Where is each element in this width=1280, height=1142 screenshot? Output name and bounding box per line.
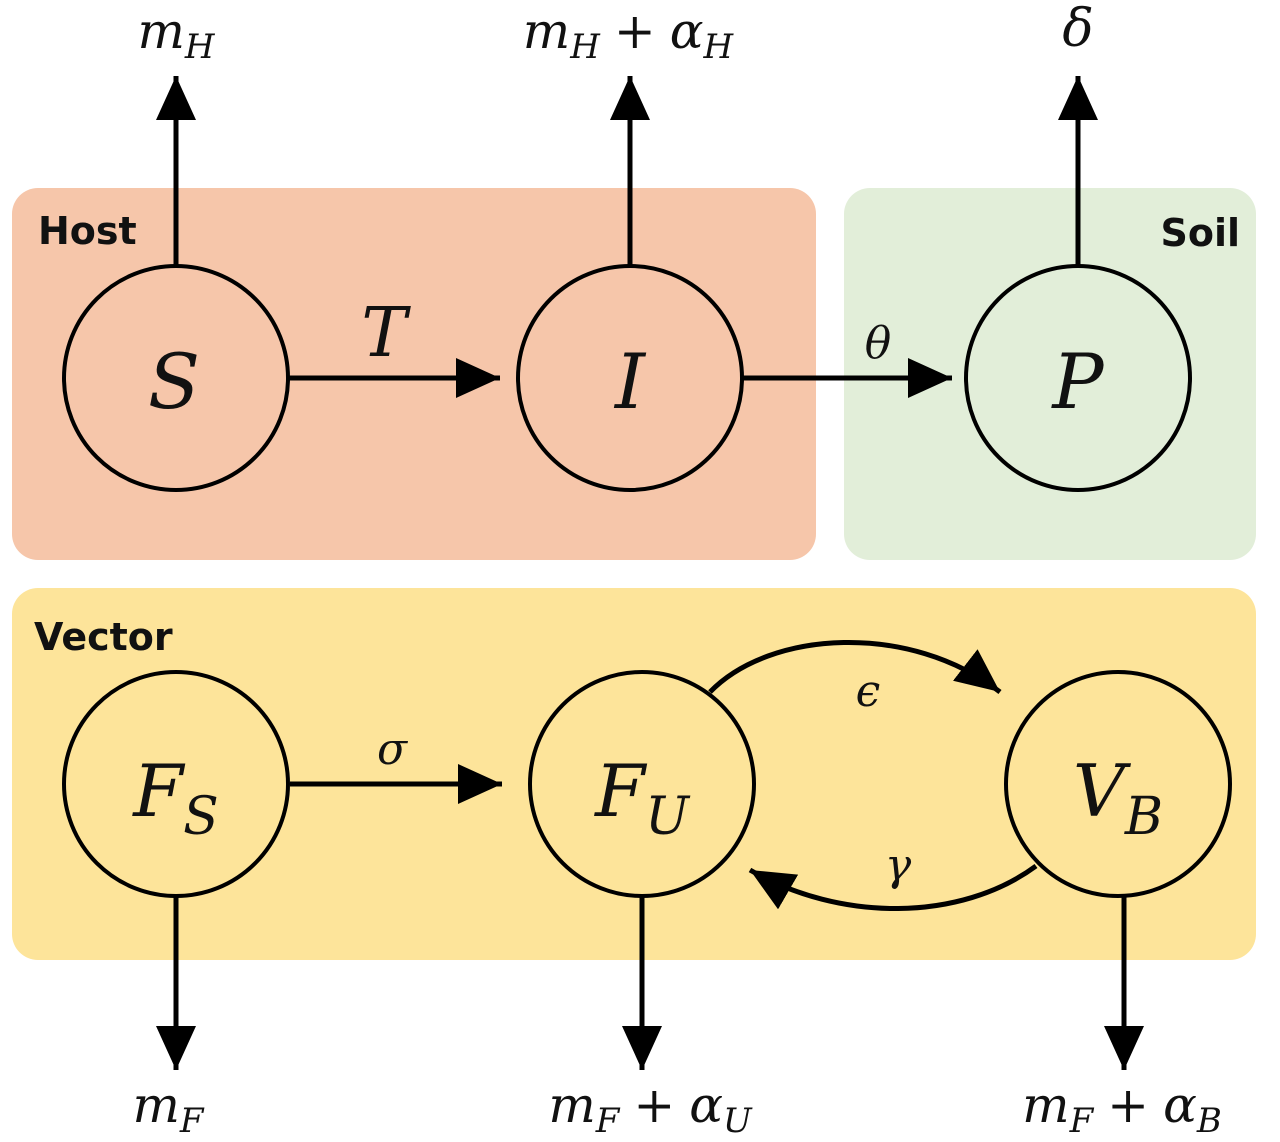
node-VB-label: VB bbox=[1073, 749, 1163, 847]
node-FS-label: FS bbox=[131, 749, 219, 847]
transition-epsilon-label: ϵ bbox=[856, 666, 881, 717]
rate-VB-out: mF+αB bbox=[1022, 1076, 1222, 1141]
transition-theta-label: θ bbox=[865, 318, 892, 369]
transition-sigma-label: σ bbox=[377, 724, 409, 775]
rate-P-out: δ bbox=[1062, 0, 1093, 59]
node-S bbox=[62, 264, 290, 492]
rate-FS-out: mF bbox=[132, 1076, 204, 1141]
node-P-label: P bbox=[1050, 337, 1105, 426]
node-FU-subscript: U bbox=[645, 787, 691, 847]
FU-to-VB-arrow bbox=[708, 639, 1002, 694]
node-S-label: S bbox=[148, 337, 200, 426]
rate-FU-out: mF+αU bbox=[548, 1076, 753, 1141]
transition-T-label: T bbox=[361, 294, 411, 373]
node-FU-label: FU bbox=[593, 749, 691, 847]
soil-panel bbox=[844, 188, 1256, 560]
host-panel-label: Host bbox=[38, 209, 137, 253]
soil-panel-label: Soil bbox=[1160, 211, 1240, 255]
node-I bbox=[516, 264, 744, 492]
VB-to-FU-arrow bbox=[748, 863, 1038, 911]
vector-panel-label: Vector bbox=[34, 615, 173, 659]
node-VB-subscript: B bbox=[1124, 787, 1163, 847]
vector-panel bbox=[12, 588, 1256, 960]
transition-gamma-label: γ bbox=[885, 840, 912, 891]
rate-I-out: mH+αH bbox=[523, 2, 735, 67]
node-VB bbox=[1004, 670, 1232, 898]
node-FS bbox=[62, 670, 290, 898]
host-panel bbox=[12, 188, 816, 560]
node-FS-subscript: S bbox=[183, 787, 219, 847]
node-I-label: I bbox=[613, 337, 647, 426]
node-FU bbox=[528, 670, 756, 898]
rate-S-out: mH bbox=[137, 2, 215, 67]
node-P bbox=[964, 264, 1192, 492]
